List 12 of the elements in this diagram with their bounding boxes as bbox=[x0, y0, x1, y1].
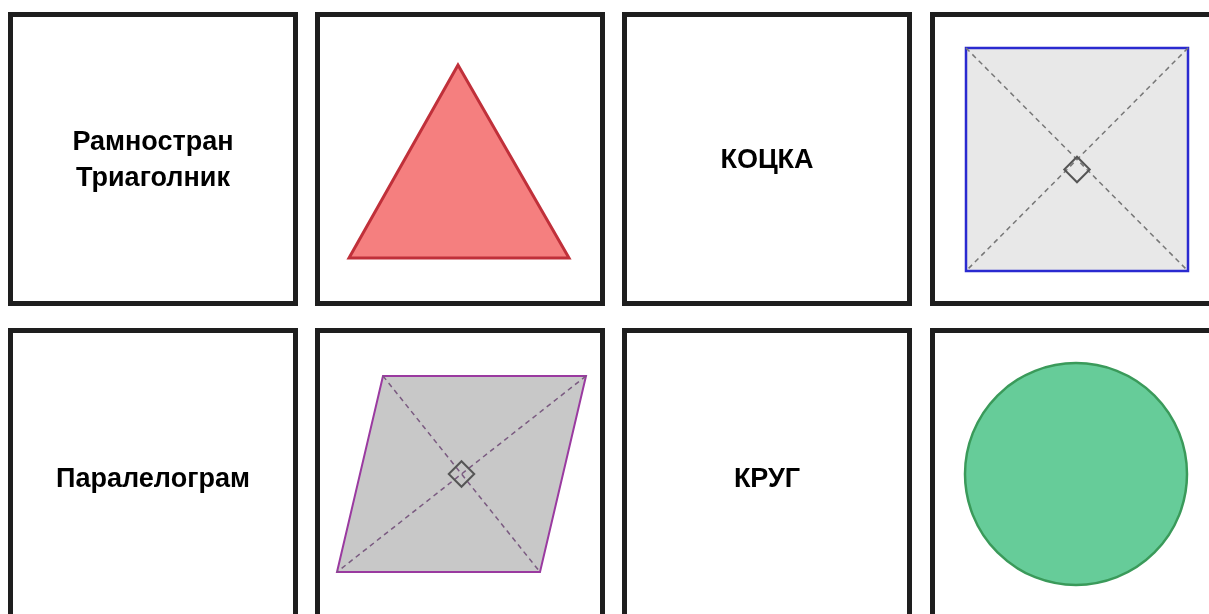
shape-name-label: КРУГ bbox=[733, 461, 801, 495]
shape-name-label: Паралелограм bbox=[56, 461, 250, 495]
text-card bbox=[8, 328, 298, 614]
shape-name-label: Рамностран Триаголник bbox=[71, 124, 235, 194]
picture-card bbox=[930, 328, 1209, 614]
text-card bbox=[8, 12, 298, 306]
shape-name-label: КОЦКА bbox=[720, 142, 814, 176]
text-card bbox=[622, 12, 912, 306]
picture-card bbox=[930, 12, 1209, 306]
text-card bbox=[622, 328, 912, 614]
picture-card bbox=[315, 12, 605, 306]
picture-card bbox=[315, 328, 605, 614]
